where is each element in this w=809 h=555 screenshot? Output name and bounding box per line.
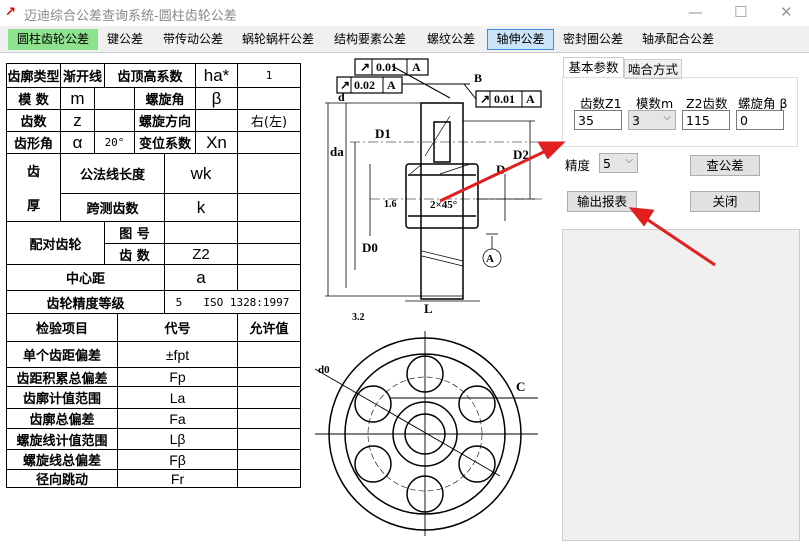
label-D1: D1 — [375, 126, 391, 141]
cell — [237, 153, 301, 194]
inspection-cell: 单个齿距偏差 — [6, 341, 118, 368]
chevron-down-icon: ⌵ — [625, 155, 633, 166]
tab-worm[interactable]: 蜗轮蜗杆公差 — [241, 32, 314, 46]
label: 齿 — [26, 165, 40, 181]
title-bar: ↗ 迈迪综合公差查询系统-圆柱齿轮公差 — ☐ ✕ — [0, 0, 809, 26]
maximize-icon[interactable]: ☐ — [734, 3, 748, 21]
precision-select[interactable]: 5⌵ — [599, 153, 638, 173]
label-z1: 齿数Z1 — [580, 96, 622, 111]
z1-input[interactable]: 35 — [574, 110, 622, 130]
tab-thread[interactable]: 螺纹公差 — [426, 32, 475, 46]
cell: m — [60, 87, 95, 110]
cell: 齿厚 — [6, 153, 61, 222]
arrow-head — [537, 141, 566, 160]
query-tolerance-button[interactable]: 查公差 — [690, 155, 760, 176]
datum-A: A — [486, 253, 494, 265]
red-arrow — [439, 148, 549, 203]
grade-standard: ISO 1328:1997 — [203, 295, 290, 309]
roughness-label: 3.2 — [352, 312, 365, 323]
tab-shaft-extension[interactable]: 轴伸公差 — [487, 29, 554, 50]
runout-symbol: ↗ — [480, 92, 490, 106]
grade-value: 5 — [175, 295, 183, 309]
close-icon[interactable]: ✕ — [780, 3, 793, 21]
label-D2: D2 — [513, 147, 529, 162]
label-D: D — [496, 162, 505, 177]
label-D0: D0 — [362, 240, 378, 255]
cell: 齿轮精度等级 — [6, 290, 165, 314]
gear-front-view — [314, 331, 538, 536]
cell: 中心距 — [6, 264, 165, 291]
chamfer-label: 2×45° — [430, 199, 457, 211]
export-report-button[interactable]: 输出报表 — [567, 191, 637, 212]
inspection-cell: La — [117, 386, 238, 409]
tab-key[interactable]: 键公差 — [106, 32, 143, 46]
module-value: 3 — [632, 113, 640, 128]
precision-value: 5 — [603, 156, 611, 171]
tolerance-frame: ↗ 0.02 A — [336, 76, 403, 94]
tab-basic-params[interactable]: 基本参数 — [563, 57, 624, 78]
inspection-cell: 齿廓计值范围 — [6, 386, 118, 409]
runout-symbol: ↗ — [360, 60, 370, 74]
cell — [237, 264, 301, 291]
cell: 螺旋方向 — [134, 109, 196, 132]
tol-ref: A — [412, 60, 421, 74]
cell: 5 ISO 1328:1997 — [164, 290, 301, 314]
window-title: 迈迪综合公差查询系统-圆柱齿轮公差 — [24, 9, 237, 24]
label: 厚 — [26, 198, 40, 214]
basic-params-group — [562, 77, 798, 147]
tol-ref: A — [387, 78, 396, 92]
header-cell: 允许值 — [237, 313, 301, 342]
label-precision: 精度 — [565, 158, 591, 173]
module-tabs: 圆柱齿轮公差 键公差 带传动公差 蜗轮蜗杆公差 结构要素公差 螺纹公差 轴伸公差… — [0, 26, 809, 52]
label-helix-angle: 螺旋角 β — [738, 96, 788, 111]
label-z2: Z2齿数 — [686, 96, 728, 111]
tol-value: 0.02 — [354, 78, 375, 92]
arrow-head — [628, 207, 655, 227]
app-logo-icon: ↗ — [5, 5, 16, 20]
label-B: B — [474, 71, 482, 85]
inspection-cell: Fr — [117, 469, 238, 488]
runout-symbol: ↗ — [340, 78, 350, 92]
tol-value: 0.01 — [376, 60, 397, 74]
annotation-arrows — [439, 141, 716, 267]
tab-bearing-fit[interactable]: 轴承配合公差 — [641, 32, 714, 46]
tab-mesh-mode[interactable]: 啮合方式 — [624, 59, 682, 79]
cell: 齿顶高系数 — [104, 63, 196, 88]
close-button[interactable]: 关闭 — [690, 191, 760, 212]
cell: 1 — [237, 63, 301, 88]
tab-cylindrical-gear[interactable]: 圆柱齿轮公差 — [8, 29, 98, 50]
label-da: da — [330, 144, 344, 159]
roughness-label: 1.6 — [384, 199, 397, 210]
cell: 模 数 — [6, 87, 61, 110]
inspection-cell: 螺旋线总偏差 — [6, 449, 118, 470]
cell: wk — [164, 153, 238, 194]
tab-belt[interactable]: 带传动公差 — [162, 32, 223, 46]
inspection-cell — [237, 469, 301, 488]
red-arrow — [644, 216, 716, 267]
tab-structure[interactable]: 结构要素公差 — [333, 32, 406, 46]
minimize-icon[interactable]: — — [688, 3, 703, 21]
module-select[interactable]: 3⌵ — [628, 110, 676, 130]
tol-ref: A — [526, 92, 535, 106]
inspection-cell: 径向跳动 — [6, 469, 118, 488]
label-L: L — [424, 301, 433, 316]
cell: 跨测齿数 — [60, 193, 165, 222]
helix-angle-input[interactable]: 0 — [736, 110, 784, 130]
tolerance-frame: ↗ 0.01 A — [354, 58, 429, 76]
label-module: 模数m — [636, 96, 674, 111]
label-C: C — [516, 379, 525, 394]
main-area: 齿廓类型 渐开线 齿顶高系数 ha* 1 模 数 m 螺旋角 β 齿数 z 螺旋… — [0, 52, 809, 555]
tol-value: 0.01 — [494, 92, 515, 106]
output-area — [562, 229, 800, 541]
label-d: d — [338, 90, 345, 104]
chevron-down-icon: ⌵ — [663, 112, 671, 123]
cell: 齿数 — [6, 109, 61, 132]
cell — [237, 193, 301, 222]
inspection-cell: 螺旋线计值范围 — [6, 428, 118, 450]
cell: 齿廓类型 — [6, 63, 61, 88]
tab-seal[interactable]: 密封圈公差 — [562, 32, 623, 46]
z2-input[interactable]: 115 — [682, 110, 730, 130]
